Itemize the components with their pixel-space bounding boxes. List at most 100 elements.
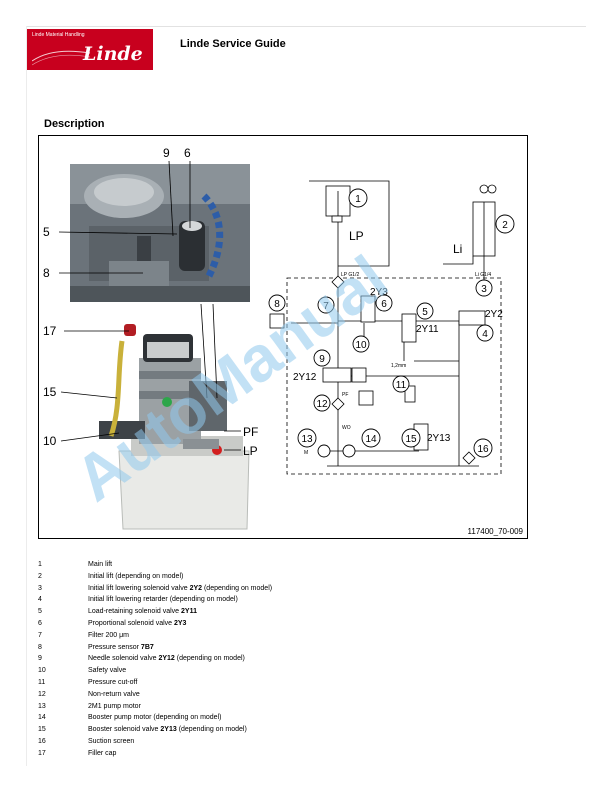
schematic-label-li-port: Li G1/4 — [475, 272, 491, 278]
legend-item: 13 2M1 pump motor — [38, 703, 338, 715]
hydraulic-figure: 9 6 5 8 17 15 10 PF LP — [38, 135, 528, 539]
power-unit-photo — [99, 324, 250, 530]
legend-description: Suction screen — [88, 738, 134, 745]
photo-callout: 6 — [184, 146, 191, 160]
schematic-number: 16 — [477, 444, 489, 455]
schematic-label-pf: PF — [342, 392, 348, 398]
schematic-label-li: Li — [453, 242, 462, 256]
legend-number: 5 — [38, 608, 42, 616]
schematic-number: 15 — [405, 434, 417, 445]
legend-text-part: Booster solenoid valve — [88, 726, 161, 734]
legend-description: Pressure sensor 7B7 — [88, 644, 154, 651]
legend-item: 9 Needle solenoid valve 2Y12 (depending o… — [38, 655, 338, 667]
legend-code: 2Y3 — [174, 619, 187, 627]
schematic-number: 4 — [482, 329, 488, 340]
schematic-circles — [268, 188, 515, 458]
legend-number: 6 — [38, 619, 42, 627]
schematic-number: 1 — [355, 194, 361, 205]
legend-item: 15 Booster solenoid valve 2Y13 (depending… — [38, 726, 338, 738]
legend-code: 2Y2 — [189, 584, 203, 592]
legend-item: 5 Load-retaining solenoid valve 2Y11 — [38, 608, 338, 620]
legend-item: 8 Pressure sensor 7B7 — [38, 644, 338, 656]
schematic-number: 12 — [316, 399, 328, 410]
legend-description: Initial lift lowering retarder (dependin… — [88, 596, 238, 603]
legend-text-part: Safety valve — [88, 667, 127, 675]
legend-number: 2 — [38, 572, 42, 580]
legend-description: Load-retaining solenoid valve 2Y11 — [88, 608, 197, 615]
legend-description: Needle solenoid valve 2Y12 (depending on… — [88, 655, 245, 662]
legend-number: 15 — [38, 726, 46, 734]
legend-item: 10 Safety valve — [38, 667, 338, 679]
schematic-label-lp: LP — [349, 229, 364, 243]
legend-text-part: Filter 200 μm — [88, 631, 129, 639]
legend-text-part: Needle solenoid valve — [88, 655, 159, 663]
legend-text-part: Proportional solenoid valve — [88, 619, 174, 627]
legend-description: Initial lift (depending on model) — [88, 573, 183, 580]
logo-wordmark: Linde — [83, 43, 143, 65]
photo-callout: 9 — [163, 146, 170, 160]
legend-number: 3 — [38, 584, 42, 592]
schematic-number: 3 — [481, 284, 487, 295]
legend-item: 2 Initial lift (depending on model) — [38, 573, 338, 585]
schematic-number: 11 — [396, 380, 407, 391]
figure-drawing: 9 6 5 8 17 15 10 PF LP — [43, 146, 524, 536]
legend-description: Main lift — [88, 561, 112, 568]
schematic-label-2y13: 2Y13 — [427, 433, 451, 444]
legend-description: Filler cap — [88, 750, 116, 757]
legend-text-part: (depending on model) — [202, 584, 273, 592]
legend-number: 4 — [38, 596, 42, 604]
schematic-label-m: M — [304, 450, 308, 456]
logo-top-text: Linde Material Handling — [32, 32, 85, 38]
legend-number: 9 — [38, 655, 42, 663]
legend-code: 2Y13 — [160, 726, 177, 734]
legend-number: 10 — [38, 667, 46, 675]
legend-description: Non-return valve — [88, 691, 140, 698]
photo-callout: 10 — [43, 434, 57, 448]
legend-text-part: Suction screen — [88, 737, 135, 745]
schematic-label-orifice: 1,2mm — [391, 363, 406, 369]
guide-title: Linde Service Guide — [180, 38, 286, 50]
schematic-number: 5 — [422, 307, 428, 318]
photo-callouts: 9 6 5 8 17 15 10 PF LP — [43, 146, 258, 458]
legend-description: 2M1 pump motor — [88, 703, 141, 710]
figure-reference: 117400_70-009 — [468, 527, 524, 536]
legend-text-part: Load-retaining solenoid valve — [88, 608, 182, 616]
legend-item: 3 Initial lift lowering solenoid valve 2Y… — [38, 585, 338, 597]
port-label-pf: PF — [243, 425, 258, 439]
schematic-label-2y11: 2Y11 — [416, 324, 439, 335]
schematic-label-2y12: 2Y12 — [293, 372, 317, 383]
legend-text-part: Initial lift lowering solenoid valve — [88, 584, 190, 592]
photo-callout: 8 — [43, 266, 50, 280]
legend-number: 8 — [38, 643, 42, 651]
legend-description: Proportional solenoid valve 2Y3 — [88, 620, 186, 627]
schematic-number: 6 — [381, 299, 387, 310]
schematic-number: 13 — [301, 434, 313, 445]
legend-item: 6 Proportional solenoid valve 2Y3 — [38, 620, 338, 632]
schematic-number: 2 — [502, 220, 508, 231]
photo-leader-lines — [58, 160, 241, 451]
legend-text-part: Initial lift lowering retarder (dependin… — [88, 596, 238, 604]
legend-text-part: (depending on model) — [176, 726, 247, 734]
schematic-number: 8 — [274, 299, 280, 310]
photo-callout: 17 — [43, 324, 57, 338]
section-title: Description — [44, 118, 105, 130]
legend-text-part: Main lift — [88, 561, 113, 568]
page-top-rule — [26, 26, 586, 27]
legend-code: 2Y11 — [181, 608, 197, 616]
legend-description: Booster solenoid valve 2Y13 (depending o… — [88, 726, 247, 733]
photo-callout: 15 — [43, 385, 57, 399]
schematic-circle-numbers: 1 2 3 4 5 6 7 8 9 10 11 12 13 14 15 16 — [274, 194, 508, 455]
schematic-label-wo: WO — [342, 425, 351, 431]
schematic-number: 9 — [319, 354, 325, 365]
schematic-label-2y2: 2Y2 — [485, 309, 503, 320]
schematic-number: 14 — [365, 434, 377, 445]
legend-description: Pressure cut-off — [88, 679, 137, 686]
schematic-number: 7 — [323, 301, 329, 312]
schematic-labels: LP Li LP G1/2 Li G1/4 2Y3 2Y2 2Y11 2Y12 … — [293, 229, 503, 456]
page-left-rule — [26, 26, 27, 766]
legend-number: 13 — [38, 702, 46, 710]
